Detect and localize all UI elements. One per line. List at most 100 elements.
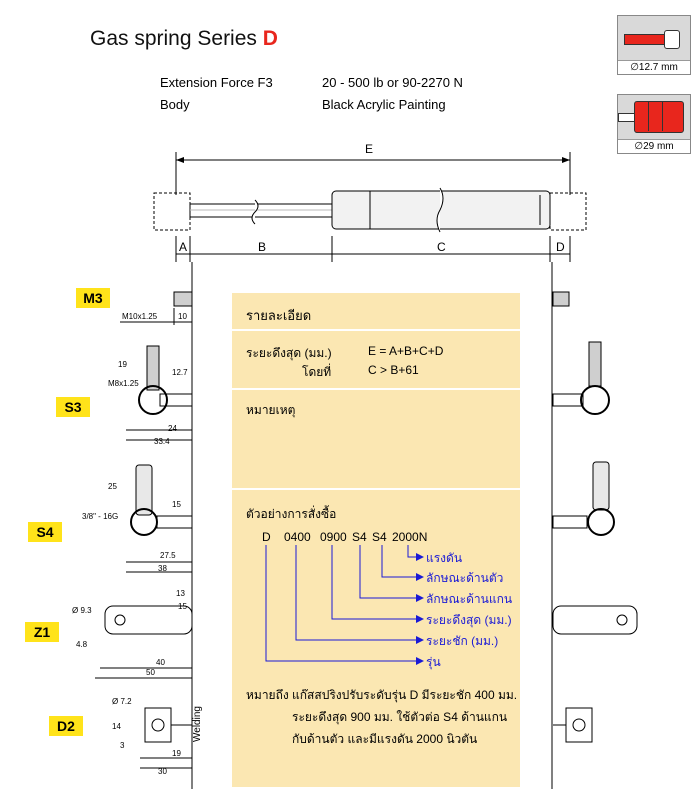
legend-model: รุ่น <box>426 655 441 669</box>
tag-s4: S4 <box>28 522 62 542</box>
where-label: โดยที่ <box>302 365 332 379</box>
tube-icon <box>618 95 690 140</box>
spec-value-body: Black Acrylic Painting <box>322 97 446 112</box>
m3-thread-right <box>552 291 570 307</box>
divider <box>232 388 520 390</box>
dim-m3-thread: M10x1.25 <box>122 312 158 321</box>
dim-s3-thread: M8x1.25 <box>108 379 139 388</box>
tag-z1: Z1 <box>25 622 59 642</box>
label-a: A <box>179 240 188 254</box>
label-e: E <box>365 142 374 156</box>
z1-clevis-right <box>552 605 638 635</box>
rod-diameter-caption: ∅12.7 mm <box>630 62 678 73</box>
dim-s4-25: 25 <box>108 482 117 491</box>
z1-clevis-left <box>104 605 193 635</box>
note-line-3: กับด้านตัว และมีแรงดัน 2000 นิวตัน <box>292 732 478 746</box>
tag-d2: D2 <box>49 716 83 736</box>
s4-socket-right <box>552 515 588 529</box>
connector-body-end <box>381 545 418 578</box>
connector-stroke <box>295 545 418 641</box>
code-force: 2000N <box>392 530 428 544</box>
spec-value-force: 20 - 500 lb or 90-2270 N <box>322 75 463 90</box>
s4-socket-left <box>156 515 193 529</box>
dim-s4-275: 27.5 <box>160 551 176 560</box>
dim-d2-14: 14 <box>112 722 121 731</box>
label-b: B <box>258 240 267 254</box>
code-stroke: 0400 <box>284 530 311 544</box>
fitting-left-outline <box>153 192 191 231</box>
connector-force <box>407 545 418 558</box>
s3-socket-right <box>552 393 584 407</box>
fitting-right-outline <box>549 192 587 231</box>
title-text: Gas spring Series <box>90 27 263 50</box>
arrow-rod-end <box>416 594 424 602</box>
code-model: D <box>262 530 271 544</box>
dim-d2-3: 3 <box>120 741 125 750</box>
tag-m3: M3 <box>76 288 110 308</box>
arrow-left-e <box>176 157 184 163</box>
max-length-label: ระยะดึงสุด (มม.) <box>246 346 332 360</box>
order-code-connectors <box>265 545 424 665</box>
where-formula: C > B+61 <box>368 363 419 377</box>
dim-s3-19: 19 <box>118 360 127 369</box>
welding-label: Welding <box>192 706 203 742</box>
dim-s4-thread: 3/8" - 16G <box>82 512 119 521</box>
z1-hole-right <box>616 614 628 626</box>
code-length: 0900 <box>320 530 347 544</box>
d2-pin-left <box>151 718 165 732</box>
dim-d2-19: 19 <box>172 749 181 758</box>
divider <box>232 488 520 490</box>
dim-s3-334: 33.4 <box>154 437 170 446</box>
legend-force: แรงดัน <box>426 551 463 565</box>
spec-label-force: Extension Force F3 <box>160 75 273 90</box>
arrow-model <box>416 657 424 665</box>
s3-ball-right <box>580 385 610 415</box>
dim-d2-30: 30 <box>158 767 167 776</box>
dim-s3-127: 12.7 <box>172 368 188 377</box>
note-line-1: หมายถึง แก๊สสปริงปรับระดับรุ่น D มีระยะช… <box>246 688 518 702</box>
code-rod-end: S4 <box>352 530 367 544</box>
arrow-force <box>416 553 424 561</box>
legend-max-length: ระยะดึงสุด (มม.) <box>426 613 512 627</box>
s3-ball-left <box>138 385 168 415</box>
dim-s3-24: 24 <box>168 424 177 433</box>
d2-clevis-right <box>565 707 593 743</box>
rod-icon <box>618 16 690 61</box>
tube-diameter-caption: ∅29 mm <box>634 141 674 152</box>
dim-z1-15: 15 <box>178 602 187 611</box>
dim-z1-hole: Ø 9.3 <box>72 606 92 615</box>
s3-socket-left <box>159 393 193 407</box>
dim-z1-13: 13 <box>176 589 185 598</box>
tag-s3: S3 <box>56 397 90 417</box>
code-body-end: S4 <box>372 530 387 544</box>
note-line-2: ระยะดึงสุด 900 มม. ใช้ตัวต่อ S4 ด้านแกน <box>292 710 508 724</box>
rod-break <box>251 199 259 225</box>
dim-d2-hole: Ø 7.2 <box>112 697 132 706</box>
spec-label-body: Body <box>160 97 190 112</box>
connector-rod-end <box>359 545 418 599</box>
dim-s4-38: 38 <box>158 564 167 573</box>
order-example-title: ตัวอย่างการสั่งซื้อ <box>246 507 337 521</box>
s4-stud-left <box>135 464 153 516</box>
series-letter: D <box>262 27 278 50</box>
arrow-stroke <box>416 636 424 644</box>
dim-s4-15: 15 <box>172 500 181 509</box>
arrow-right-e <box>562 157 570 163</box>
detail-panel: รายละเอียด ระยะดึงสุด (มม.) E = A+B+C+D … <box>232 293 520 787</box>
s3-stud-left <box>146 345 160 391</box>
dim-z1-40: 40 <box>156 658 165 667</box>
page-title: Gas spring Series D <box>90 27 278 51</box>
label-d: D <box>556 240 565 254</box>
note-title: หมายเหตุ <box>246 403 296 417</box>
dim-m3-10: 10 <box>178 312 187 321</box>
legend-stroke: ระยะชัก (มม.) <box>426 634 499 648</box>
arrow-body-end <box>416 573 424 581</box>
m3-thread-left <box>173 291 193 307</box>
detail-title: รายละเอียด <box>246 308 312 323</box>
z1-hole-left <box>114 614 126 626</box>
connector-length <box>331 545 418 620</box>
rod-diameter-box: ∅12.7 mm <box>617 15 691 75</box>
body-break <box>436 187 444 233</box>
connector-model <box>265 545 418 662</box>
